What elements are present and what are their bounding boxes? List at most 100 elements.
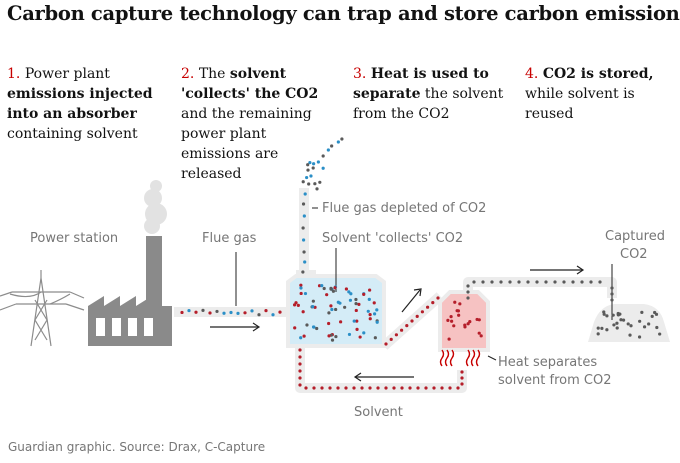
- particle-dot: [362, 331, 366, 335]
- particle-dot: [384, 342, 388, 346]
- smoke-icon: [144, 180, 167, 234]
- particle-dot: [271, 313, 275, 317]
- particle-dot: [610, 298, 614, 302]
- particle-dot: [446, 318, 450, 322]
- particle-dot: [236, 311, 240, 315]
- particle-dot: [344, 287, 349, 291]
- particle-dot: [330, 144, 334, 148]
- particle-dot: [466, 296, 470, 300]
- particle-dot: [301, 180, 305, 184]
- particle-dot: [215, 309, 219, 314]
- particle-dot: [298, 362, 302, 366]
- particle-dot: [436, 296, 440, 300]
- particle-dot: [458, 302, 462, 306]
- particle-dot: [316, 160, 320, 164]
- particle-dot: [373, 336, 377, 340]
- particle-dot: [264, 309, 268, 313]
- particle-dot: [612, 323, 616, 327]
- particle-dot: [308, 160, 312, 165]
- label-pointers: [235, 207, 613, 361]
- particle-dot: [650, 314, 654, 318]
- particle-dot: [336, 386, 340, 390]
- particle-dot: [463, 323, 467, 327]
- particle-dot: [349, 292, 353, 296]
- particle-dot: [621, 318, 626, 322]
- particle-dot: [187, 308, 191, 313]
- particle-dot: [481, 280, 485, 284]
- particle-dot: [304, 386, 308, 390]
- particle-dot: [312, 386, 316, 390]
- particle-dot: [311, 166, 315, 170]
- particle-dot: [394, 333, 398, 337]
- particle-dot: [466, 322, 470, 326]
- particle-dot: [426, 305, 430, 309]
- particle-dot: [348, 298, 353, 302]
- particle-dot: [508, 280, 512, 284]
- heat-label-line-1: Heat separates: [498, 355, 597, 370]
- particle-dot: [410, 319, 414, 323]
- particle-dot: [455, 309, 459, 313]
- particle-dot: [372, 301, 376, 305]
- particle-dot: [355, 327, 359, 331]
- particle-dot: [336, 140, 340, 144]
- particle-dot: [301, 226, 305, 230]
- particle-dot: [602, 312, 606, 316]
- particle-dot: [301, 238, 306, 242]
- solvent-label: Solvent: [354, 405, 403, 420]
- particle-dot: [605, 328, 609, 332]
- power-station-label: Power station: [30, 231, 118, 246]
- right-arrow-icon-2: [530, 265, 585, 275]
- particle-dot: [372, 312, 377, 316]
- particle-dot: [535, 280, 539, 284]
- particle-dot: [658, 332, 662, 336]
- particle-dot: [629, 324, 633, 328]
- right-arrow-icon: [210, 322, 261, 332]
- particle-dot: [347, 332, 352, 337]
- particle-dot: [302, 334, 306, 338]
- source-note: Guardian graphic. Source: Drax, C-Captur…: [8, 440, 266, 454]
- particle-dot: [299, 283, 303, 287]
- heat-icon: [439, 349, 481, 367]
- particle-dot: [517, 280, 521, 284]
- particle-dot: [301, 310, 305, 314]
- particle-dot: [384, 386, 388, 390]
- particle-dot: [460, 370, 464, 374]
- particle-dot: [352, 386, 356, 390]
- particle-dot: [589, 280, 593, 284]
- particle-dot: [456, 386, 460, 390]
- particle-dot: [299, 291, 303, 296]
- particle-dot: [526, 280, 530, 284]
- particle-dot: [628, 333, 632, 337]
- particle-dot: [302, 250, 306, 254]
- particle-dot: [320, 283, 324, 288]
- particle-dot: [327, 311, 331, 315]
- particle-dot: [424, 386, 428, 390]
- page-title: Carbon capture technology can trap and s…: [7, 2, 680, 25]
- particle-dot: [472, 280, 476, 284]
- particle-dot: [334, 307, 338, 312]
- particle-dot: [326, 148, 330, 152]
- particle-dot: [367, 297, 371, 301]
- power-pylon-icon: [0, 270, 85, 347]
- particle-dot: [368, 386, 372, 390]
- particle-dot: [368, 317, 372, 321]
- left-arrow-icon: [353, 372, 414, 382]
- particle-dot: [453, 300, 457, 304]
- particle-dot: [598, 280, 602, 284]
- particle-dot: [362, 292, 366, 296]
- particle-dot: [328, 386, 332, 390]
- particle-dot: [637, 335, 642, 339]
- solvent-collects-label: Solvent 'collects' CO2: [322, 231, 463, 246]
- particle-dot: [431, 301, 435, 305]
- particle-dot: [654, 312, 659, 316]
- particle-dot: [293, 326, 297, 330]
- particle-dot: [360, 386, 364, 390]
- flue-gas-label: Flue gas: [202, 231, 257, 246]
- particle-dot: [596, 332, 600, 336]
- particle-dot: [457, 313, 461, 317]
- particle-dot: [330, 338, 335, 342]
- particle-dot: [580, 280, 584, 284]
- particle-dot: [327, 321, 331, 326]
